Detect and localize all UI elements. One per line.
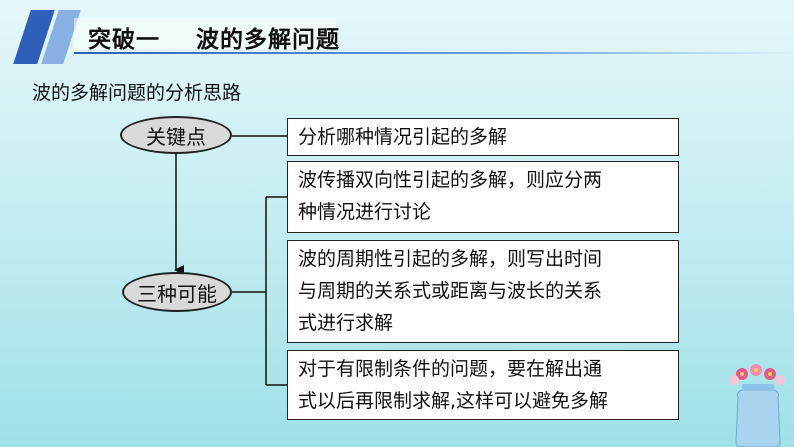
page-title: 突破一 波的多解问题 (88, 27, 341, 53)
box1-line-1: 分析哪种情况引起的多解 (298, 126, 508, 148)
box3-line-1: 波的周期性引起的多解，则写出时间 (298, 248, 603, 270)
title-underline (74, 52, 794, 54)
box3-line-2: 与周期的关系式或距离与波长的关系 (298, 280, 603, 302)
three-possibilities-oval: 三种可能 (122, 272, 232, 312)
key-point-oval: 关键点 (120, 116, 232, 154)
box4-line-1: 对于有限制条件的问题，要在解出通 (298, 358, 603, 380)
section-subtitle: 波的多解问题的分析思路 (32, 82, 242, 104)
box2-line-2: 种情况进行讨论 (298, 201, 432, 223)
periodicity-box: 波的周期性引起的多解，则写出时间 与周期的关系式或距离与波长的关系 式进行求解 (287, 240, 679, 343)
box4-line-2: 式以后再限制求解,这样可以避免多解 (298, 390, 609, 412)
analysis-box: 分析哪种情况引起的多解 (287, 118, 679, 156)
title-background (74, 18, 336, 50)
box2-line-1: 波传播双向性引起的多解，则应分两 (298, 169, 603, 191)
bidirectional-box: 波传播双向性引起的多解，则应分两 种情况进行讨论 (287, 161, 679, 233)
flower-jar-icon (729, 364, 785, 447)
box3-line-3: 式进行求解 (298, 312, 394, 334)
three-possibilities-label: 三种可能 (137, 281, 217, 306)
constraint-box: 对于有限制条件的问题，要在解出通 式以后再限制求解,这样可以避免多解 (287, 350, 679, 420)
key-point-label: 关键点 (146, 124, 206, 149)
